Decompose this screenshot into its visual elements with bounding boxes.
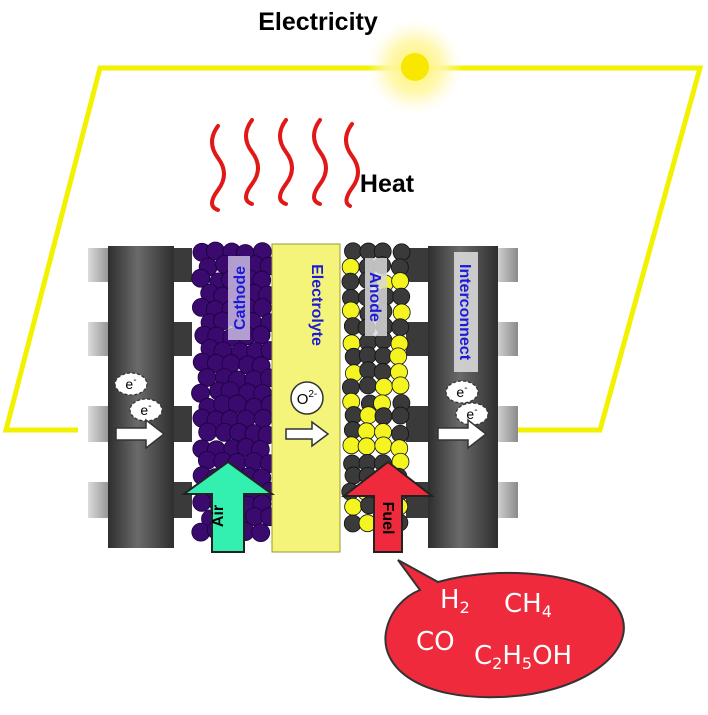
anode-particle bbox=[392, 287, 411, 306]
heat-label: Heat bbox=[360, 170, 415, 198]
oxide-ion-symbol: O bbox=[297, 391, 309, 408]
anode-particle bbox=[341, 301, 360, 320]
heat-waves-icon bbox=[210, 118, 360, 212]
oxide-ion-badge: O2- bbox=[290, 381, 324, 415]
electrolyte-label: Electrolyte bbox=[308, 264, 325, 346]
anode-particle bbox=[375, 377, 393, 396]
fuel-ch4: CH4 bbox=[504, 589, 552, 621]
anode-label: Anode bbox=[366, 272, 383, 322]
cathode-particle bbox=[253, 298, 272, 318]
anode-particle bbox=[389, 347, 408, 366]
oxide-ion-charge: 2- bbox=[308, 389, 317, 400]
anode-particle bbox=[392, 303, 411, 322]
svg-text:e-: e- bbox=[125, 375, 136, 392]
anode-particle bbox=[374, 436, 393, 455]
svg-text:O2-: O2- bbox=[297, 389, 318, 408]
electron-flow-arrow-left bbox=[115, 418, 166, 450]
fuel-arrow: Fuel bbox=[341, 460, 435, 553]
anode-particle bbox=[357, 422, 376, 441]
fuel-co: CO bbox=[416, 627, 455, 657]
cathode-particle bbox=[198, 422, 218, 442]
anode-particle bbox=[392, 243, 411, 262]
interconnect-label: Interconnect bbox=[456, 264, 473, 361]
anode-particle bbox=[341, 272, 360, 291]
fuel-h2: H2 bbox=[440, 585, 470, 617]
left-interconnect bbox=[108, 246, 174, 548]
anode-label-box: Anode bbox=[365, 258, 387, 336]
anode-particle bbox=[373, 363, 392, 381]
electron-badge-right-1: e- bbox=[445, 380, 479, 404]
anode-particle bbox=[358, 346, 377, 365]
svg-text:e-: e- bbox=[456, 383, 467, 400]
bulb-icon bbox=[401, 53, 429, 81]
anode-particle bbox=[374, 407, 393, 426]
electricity-label: Electricity bbox=[258, 8, 378, 36]
interconnect-label-box: Interconnect bbox=[454, 252, 478, 372]
anode-particle bbox=[391, 376, 410, 395]
cathode-label: Cathode bbox=[232, 266, 249, 330]
cathode-label-box: Cathode bbox=[228, 256, 250, 340]
anode-particle bbox=[359, 376, 377, 395]
electron-badge-left-2: e- bbox=[129, 398, 163, 422]
anode-particle bbox=[391, 318, 410, 337]
anode-particle bbox=[342, 436, 361, 455]
cathode-particle bbox=[251, 325, 271, 345]
air-label: Air bbox=[210, 505, 227, 527]
anode-particle bbox=[391, 272, 410, 291]
anode-particle bbox=[391, 406, 410, 425]
anode-particle bbox=[357, 437, 376, 456]
air-arrow: Air bbox=[180, 460, 276, 553]
cathode-particle bbox=[251, 523, 271, 543]
anode-particle bbox=[344, 242, 362, 261]
electron-badge-left-1: e- bbox=[114, 372, 148, 396]
electron-flow-arrow-right bbox=[437, 418, 488, 450]
oxide-flow-arrow bbox=[285, 420, 330, 448]
cathode-particle bbox=[191, 268, 211, 288]
fuel-c2h5oh: C2H5OH bbox=[474, 641, 572, 673]
svg-text:e-: e- bbox=[140, 401, 151, 418]
cathode-particle bbox=[192, 492, 212, 512]
svg-text:e-: e- bbox=[466, 405, 477, 422]
electron-badge-right-2: e- bbox=[455, 402, 489, 426]
anode-particle bbox=[344, 497, 363, 516]
fuel-label: Fuel bbox=[379, 502, 396, 535]
fuel-bubble: H2 CH4 CO C2H5OH bbox=[384, 559, 625, 699]
anode-particle bbox=[359, 406, 378, 425]
